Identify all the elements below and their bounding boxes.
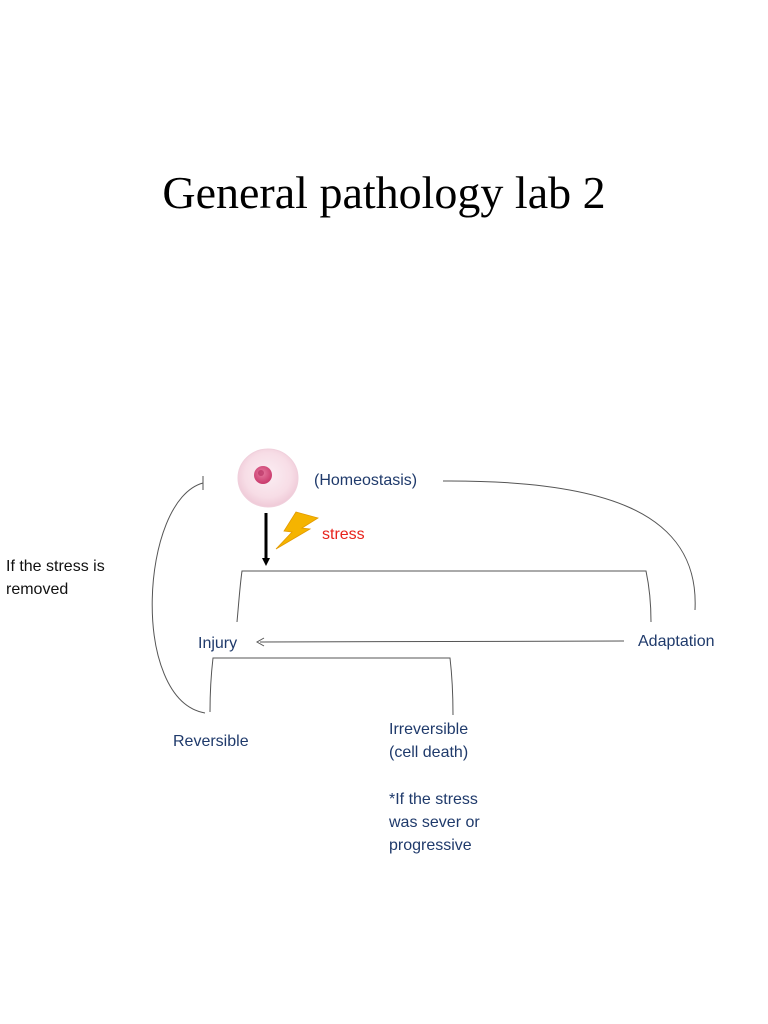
adaptation-label: Adaptation (638, 633, 715, 650)
note-line3: progressive (389, 837, 472, 854)
stress-label: stress (322, 526, 365, 543)
homeostasis-label: (Homeostasis) (314, 472, 418, 489)
removed-label-line1: If the stress is (6, 558, 105, 575)
injury-label: Injury (198, 635, 238, 652)
irreversible-label-line2: (cell death) (389, 744, 469, 761)
removed-label-line2: removed (6, 581, 69, 598)
lower-bracket (209, 657, 454, 716)
reversible-label: Reversible (173, 733, 249, 750)
lightning-icon (275, 511, 319, 550)
page-title: General pathology lab 2 (162, 167, 606, 218)
stress-arrow (262, 513, 270, 566)
reversible-to-homeostasis-curve (151, 476, 206, 714)
cell-icon (237, 448, 299, 508)
note-line1: *If the stress (389, 791, 478, 808)
adaptation-to-injury-arrow (255, 637, 625, 647)
adaptation-to-homeostasis-curve (442, 480, 696, 611)
upper-bracket (236, 570, 652, 623)
irreversible-label-line1: Irreversible (389, 721, 469, 738)
note-line2: was sever or (389, 814, 480, 831)
